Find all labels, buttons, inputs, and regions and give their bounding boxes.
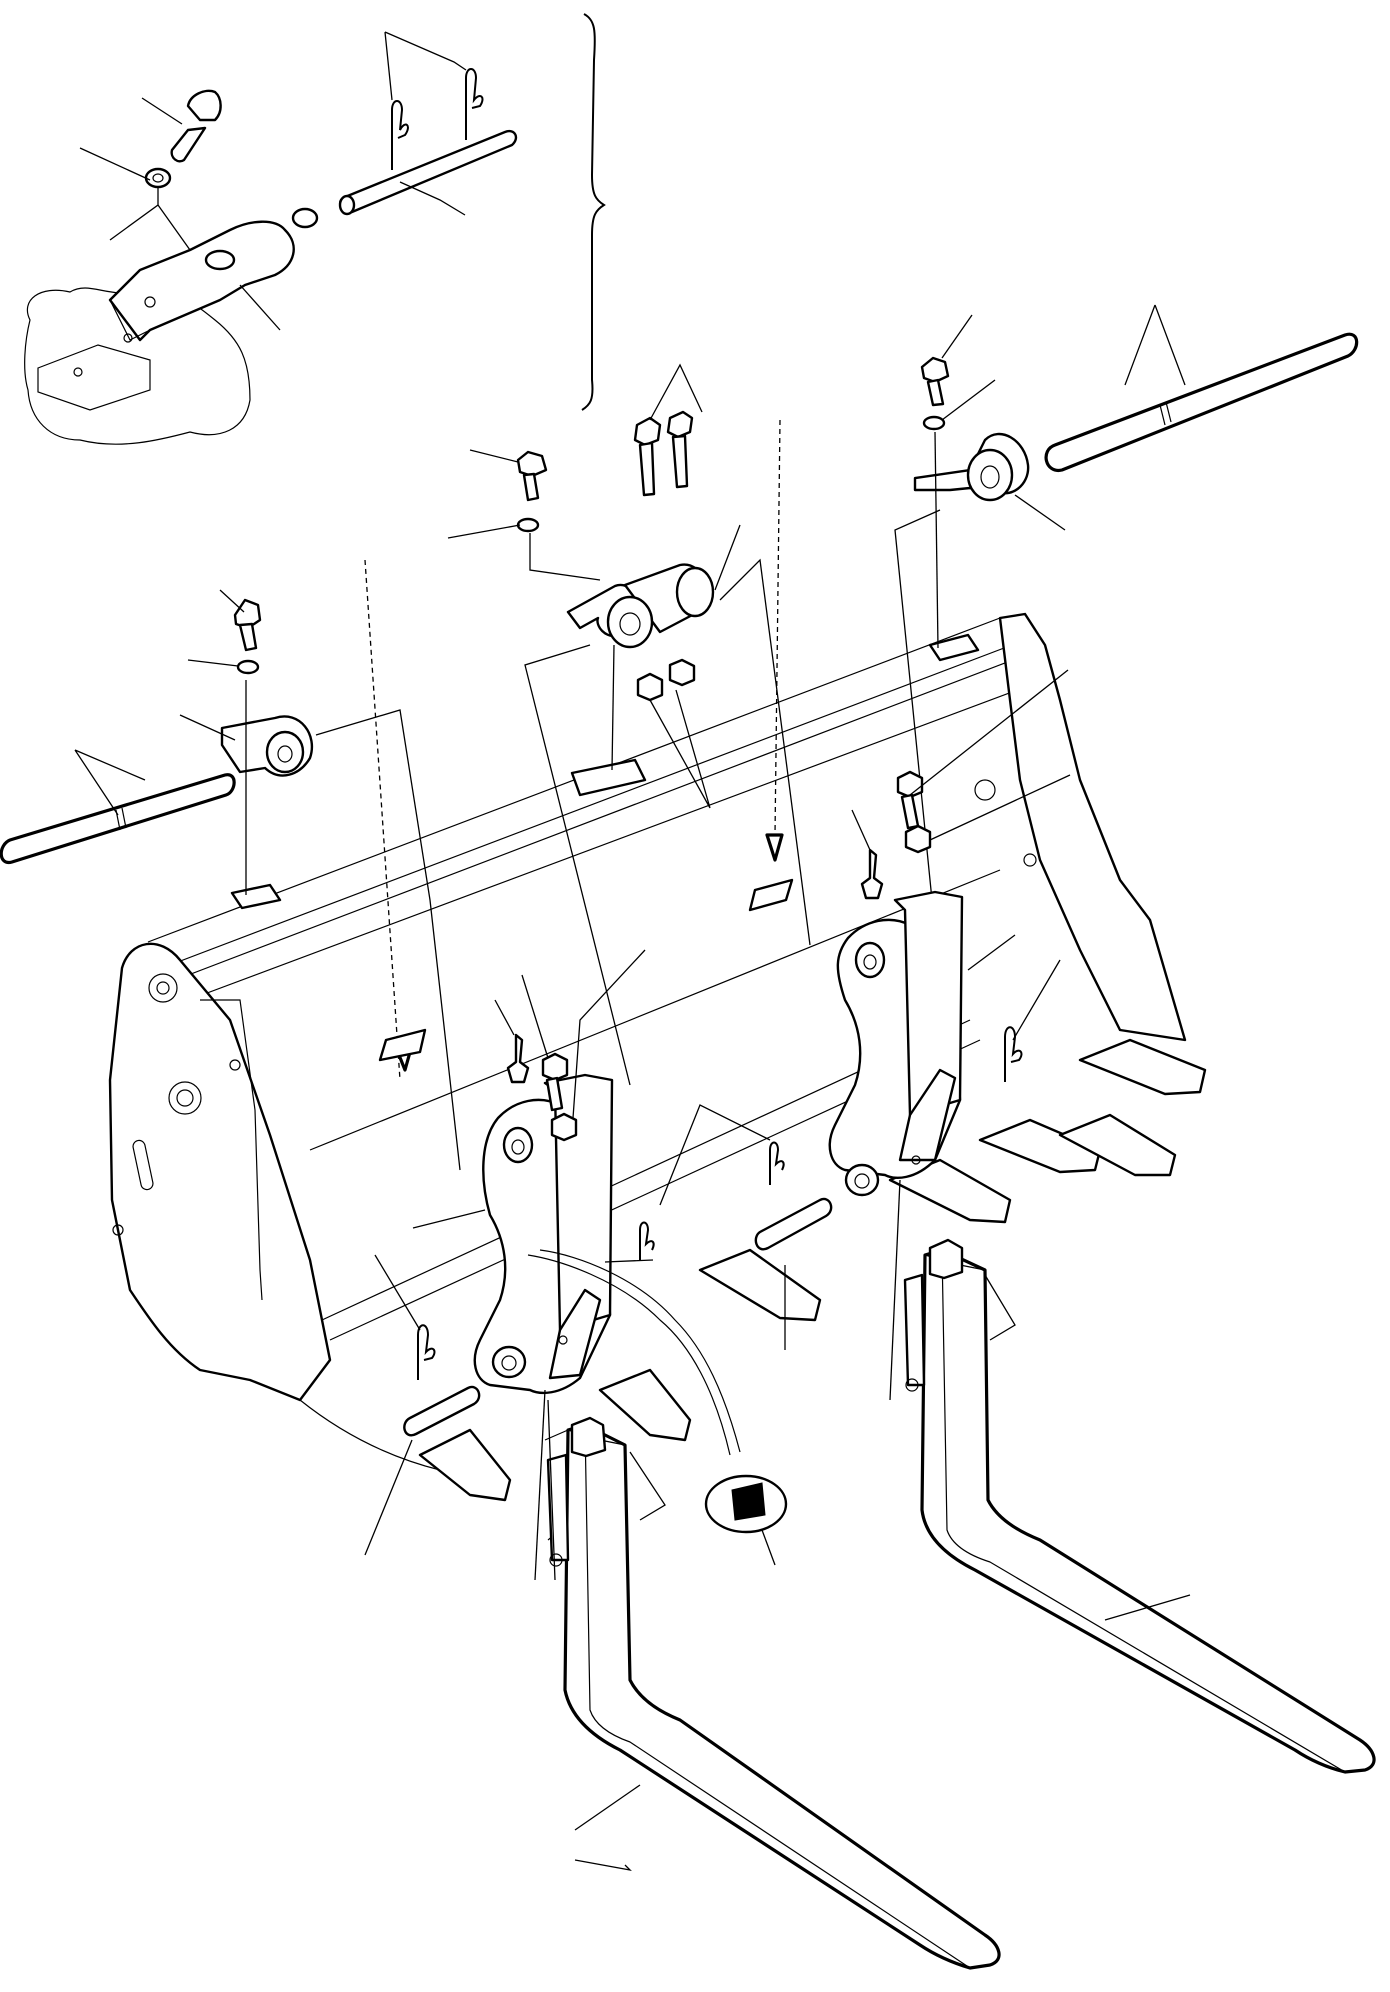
inset-brace [581, 13, 606, 411]
right-fork [889, 1179, 1376, 1774]
inset-background [24, 287, 251, 445]
left-fork [534, 1389, 1001, 1970]
left-carrier [364, 949, 654, 1556]
bucket-teeth [418, 1038, 1207, 1502]
left-shaft-assembly [0, 559, 461, 1171]
left-shaft [0, 773, 236, 865]
inset-detail [24, 13, 606, 445]
center-support [447, 363, 811, 1086]
bucket-left-side-plate [108, 942, 332, 1402]
bucket [108, 612, 1207, 1502]
washer-detail [144, 167, 172, 189]
inset-base-plate [37, 344, 151, 411]
bolt-detail [170, 89, 222, 163]
bucket-right-side-plate [998, 612, 1187, 1042]
decal [527, 1249, 788, 1566]
bracket-detail [108, 220, 295, 342]
shaft-detail [338, 129, 518, 216]
right-carrier [639, 669, 1071, 1350]
right-shaft [1044, 332, 1359, 472]
clip-pin-detail [391, 68, 484, 170]
right-shaft-assembly [894, 304, 1359, 981]
